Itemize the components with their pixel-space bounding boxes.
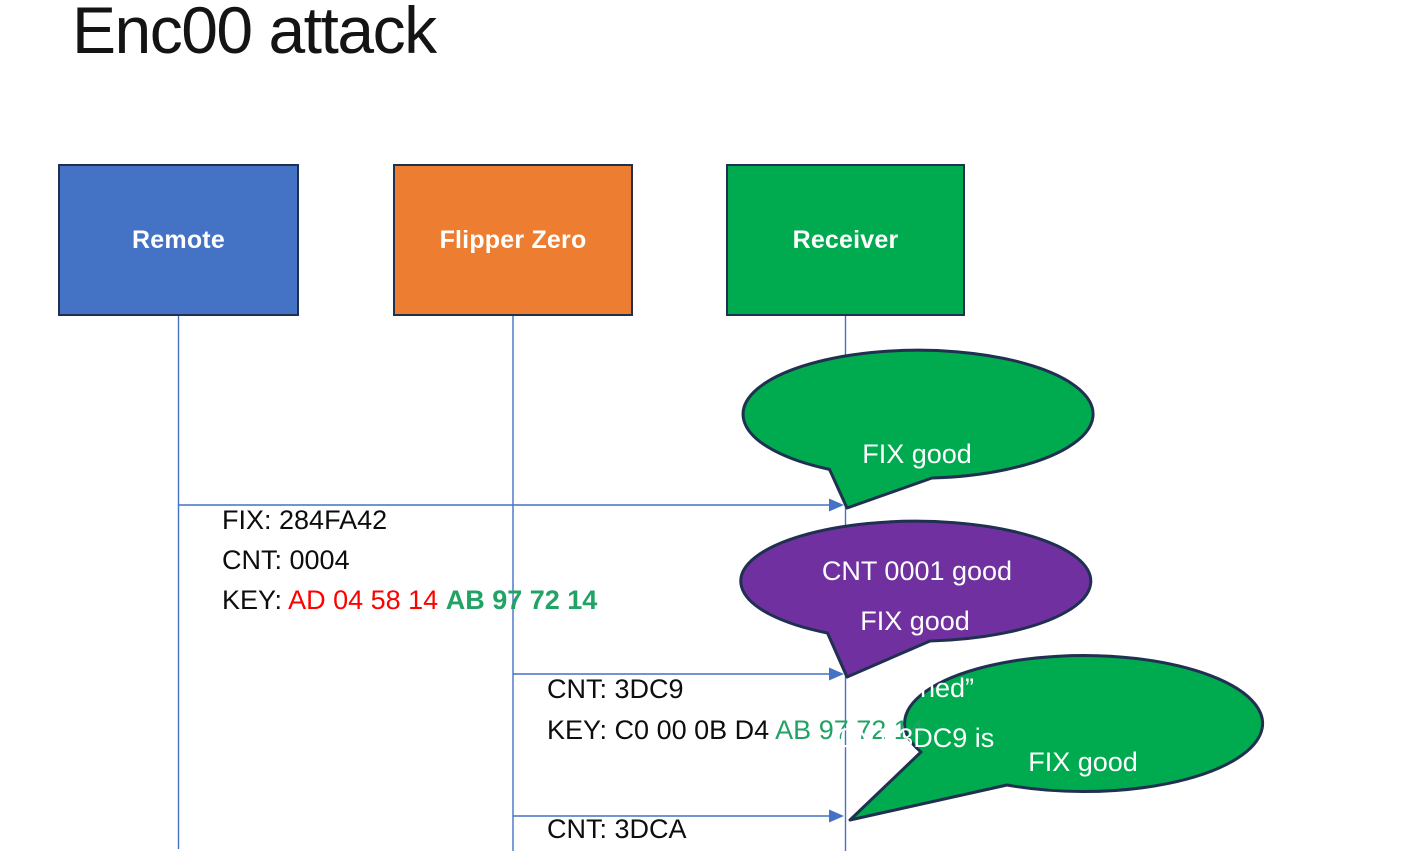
- callout-text-future-code: FIX good CNT 3DC9 is future code: [735, 524, 1095, 859]
- message-segment: KEY: C0 02 8A 33: [547, 856, 769, 859]
- page-title: Enc00 attack: [72, 0, 437, 67]
- message-1-line-1: FIX: 284FA42: [192, 472, 387, 568]
- actor-box-remote: Remote: [58, 164, 299, 316]
- callout-bubble-opened-1: [741, 348, 1095, 510]
- callout-text-opened-2: FIX good CNT is 3DCA “Opened”: [903, 665, 1263, 859]
- message-segment-green: AB 97 72 14: [775, 715, 924, 745]
- callout-line: “Opened”: [859, 673, 975, 703]
- message-arrow-2: [513, 667, 844, 681]
- message-segment: CNT: 3DCA: [547, 814, 687, 844]
- message-segment: FIX: 284FA42: [222, 505, 388, 535]
- message-2-line-1: CNT: 3DC9: [517, 641, 684, 737]
- actor-label: Remote: [132, 225, 225, 254]
- message-segment-green: AB 97 72 14: [445, 585, 598, 615]
- message-3-line-2: KEY: C0 02 8A 33 AB 97 72 14: [517, 823, 918, 859]
- message-segment: KEY:: [222, 585, 289, 615]
- message-3-line-1: CNT: 3DCA: [517, 781, 687, 859]
- callout-line: FIX good: [1028, 747, 1138, 777]
- message-segment-red: AD 04 58 14: [288, 585, 446, 615]
- callout-text-opened-1: FIX good CNT 0001 good “Opened”: [737, 357, 1097, 786]
- actor-label: Receiver: [792, 225, 899, 254]
- message-1-line-2: CNT: 0004: [192, 512, 350, 608]
- message-arrow-1: [178, 498, 844, 512]
- message-segment: KEY: C0 00 0B D4: [547, 715, 776, 745]
- callout-bubble-opened-2: [848, 654, 1264, 822]
- callout-line: future code: [847, 840, 983, 859]
- callout-line: CNT 0001 good: [821, 556, 1013, 586]
- callout-bubble-future-code: [739, 519, 1093, 679]
- message-1-line-3: KEY: AD 04 58 14 AB 97 72 14: [192, 552, 597, 648]
- message-arrow-3: [513, 809, 844, 823]
- message-segment-green: AB 97 72 14: [769, 856, 918, 859]
- actor-box-receiver: Receiver: [726, 164, 965, 316]
- callout-line: FIX good: [860, 606, 970, 636]
- callout-line: FIX good: [862, 439, 972, 469]
- message-2-line-2: KEY: C0 00 0B D4 AB 97 72 14: [517, 682, 924, 778]
- callout-line: CNT 3DC9 is: [835, 723, 995, 753]
- actor-box-flipper-zero: Flipper Zero: [393, 164, 633, 316]
- actor-label: Flipper Zero: [439, 225, 587, 254]
- message-segment: CNT: 0004: [222, 545, 350, 575]
- message-segment: CNT: 3DC9: [547, 674, 684, 704]
